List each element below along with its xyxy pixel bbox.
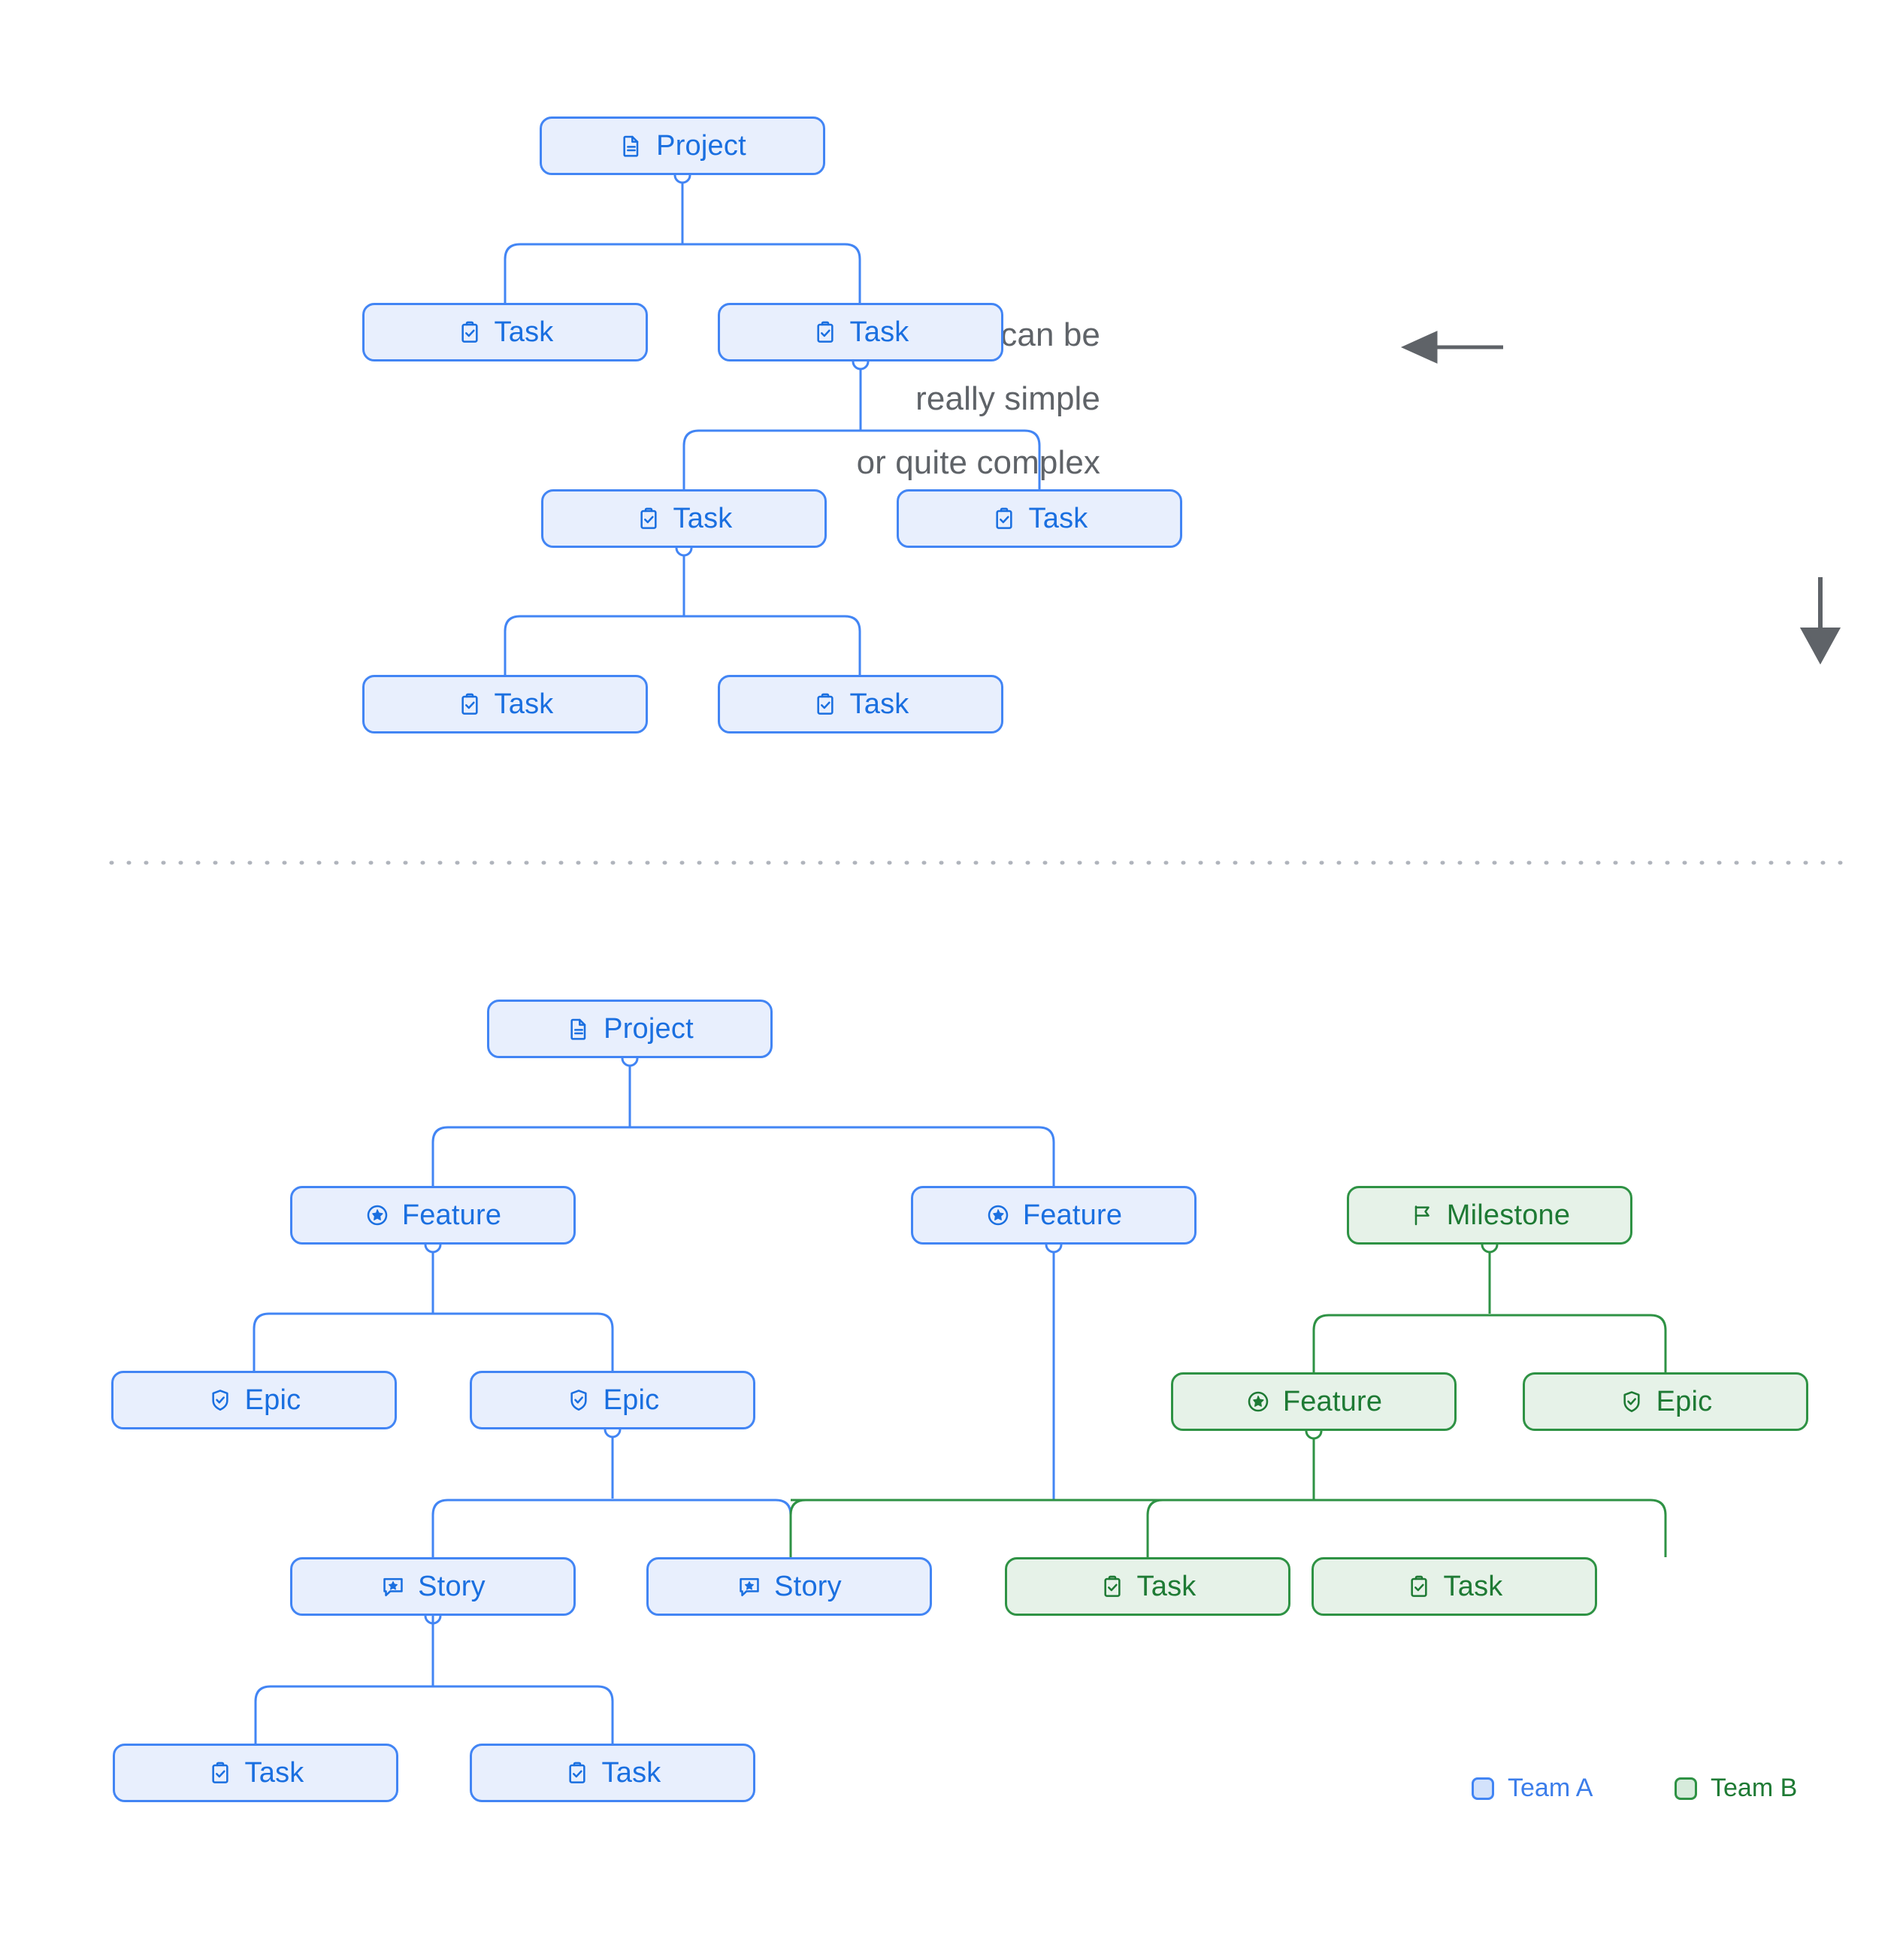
node-label: Task — [244, 1756, 304, 1789]
node-label: Task — [494, 316, 554, 348]
node-story[interactable]: Story — [290, 1557, 576, 1616]
node-label: Story — [418, 1570, 486, 1602]
node-feature[interactable]: Feature — [290, 1186, 576, 1245]
clipboard-check-icon — [457, 691, 483, 717]
node-label: Task — [673, 502, 733, 534]
arrow-down-icon — [1799, 577, 1841, 665]
node-label: Task — [601, 1756, 661, 1789]
node-epic[interactable]: Epic — [111, 1371, 397, 1429]
node-label: Epic — [244, 1384, 301, 1416]
node-project[interactable]: Project — [540, 116, 825, 175]
node-task[interactable]: Task — [897, 489, 1182, 548]
square-swatch-icon — [1675, 1777, 1697, 1800]
clipboard-check-icon — [207, 1760, 233, 1786]
star-circle-icon — [985, 1202, 1011, 1228]
node-task[interactable]: Task — [718, 675, 1003, 733]
clipboard-check-icon — [1406, 1574, 1432, 1599]
node-label: Task — [1028, 502, 1088, 534]
node-label: Epic — [603, 1384, 660, 1416]
node-label: Project — [656, 129, 746, 162]
node-label: Milestone — [1446, 1199, 1571, 1231]
clipboard-check-icon — [564, 1760, 590, 1786]
shield-check-icon — [1619, 1389, 1644, 1414]
legend-item-team-a[interactable]: Team A — [1472, 1774, 1593, 1803]
flag-icon — [1409, 1202, 1435, 1228]
speech-star-icon — [737, 1574, 762, 1599]
node-task[interactable]: Task — [541, 489, 827, 548]
clipboard-check-icon — [812, 319, 838, 345]
node-label: Story — [774, 1570, 842, 1602]
clipboard-check-icon — [812, 691, 838, 717]
annotation-line-2: really simple — [915, 380, 1100, 417]
node-task[interactable]: Task — [718, 303, 1003, 361]
node-label: Task — [849, 316, 909, 348]
legend-label: Team A — [1508, 1774, 1593, 1802]
shield-check-icon — [207, 1387, 233, 1413]
star-circle-icon — [1245, 1389, 1271, 1414]
node-task[interactable]: Task — [1312, 1557, 1597, 1616]
clipboard-check-icon — [991, 506, 1017, 531]
node-task[interactable]: Task — [1005, 1557, 1290, 1616]
annotation-line-3: or quite complex — [856, 444, 1100, 481]
node-label: Feature — [1282, 1385, 1383, 1417]
node-label: Task — [1136, 1570, 1197, 1602]
node-task[interactable]: Task — [362, 675, 648, 733]
node-story[interactable]: Story — [646, 1557, 932, 1616]
node-task[interactable]: Task — [113, 1744, 398, 1802]
square-swatch-icon — [1472, 1777, 1494, 1800]
node-label: Task — [849, 688, 909, 720]
arrow-left-icon — [1400, 331, 1503, 364]
node-feature[interactable]: Feature — [911, 1186, 1197, 1245]
node-label: Epic — [1656, 1385, 1713, 1417]
node-label: Task — [494, 688, 554, 720]
shield-check-icon — [566, 1387, 591, 1413]
clipboard-check-icon — [636, 506, 661, 531]
document-icon — [566, 1016, 591, 1042]
legend-label: Team B — [1711, 1774, 1798, 1802]
clipboard-check-icon — [1100, 1574, 1125, 1599]
node-milestone[interactable]: Milestone — [1347, 1186, 1632, 1245]
node-feature[interactable]: Feature — [1171, 1372, 1457, 1431]
node-epic[interactable]: Epic — [470, 1371, 755, 1429]
document-icon — [619, 133, 644, 159]
clipboard-check-icon — [457, 319, 483, 345]
node-task[interactable]: Task — [470, 1744, 755, 1802]
legend-item-team-b[interactable]: Team B — [1675, 1774, 1797, 1803]
speech-star-icon — [380, 1574, 406, 1599]
node-label: Task — [1443, 1570, 1503, 1602]
node-project[interactable]: Project — [487, 1000, 773, 1058]
node-label: Feature — [1022, 1199, 1123, 1231]
node-epic[interactable]: Epic — [1523, 1372, 1808, 1431]
node-label: Feature — [401, 1199, 502, 1231]
node-task[interactable]: Task — [362, 303, 648, 361]
star-circle-icon — [365, 1202, 390, 1228]
node-label: Project — [604, 1012, 694, 1045]
